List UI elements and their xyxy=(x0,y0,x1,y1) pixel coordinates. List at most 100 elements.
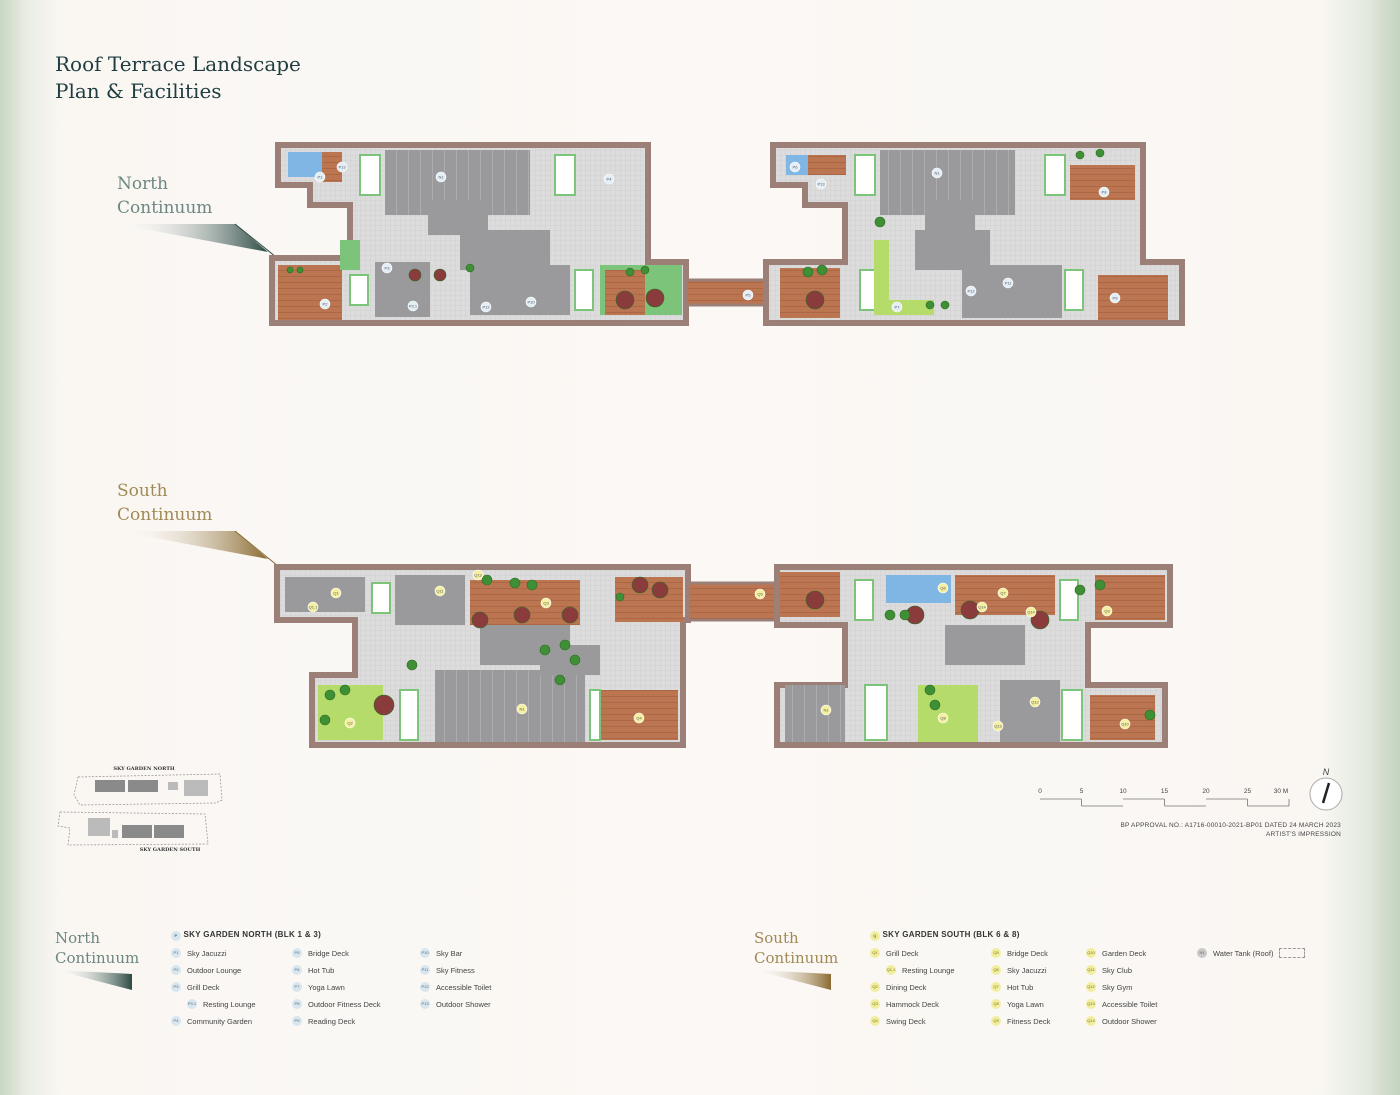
legend-item-label: Garden Deck xyxy=(1102,948,1147,958)
legend-south-label: South Continuum xyxy=(754,928,838,968)
key-plan: SKY GARDEN NORTH SKY GARDEN SOUTH xyxy=(57,766,223,853)
north-bridge-deck xyxy=(684,278,770,307)
legend-heading-text: SKY GARDEN NORTH (BLK 1 & 3) xyxy=(183,930,322,939)
legend-item-label: Outdoor Lounge xyxy=(187,965,242,975)
planter-zone xyxy=(1064,269,1084,311)
marker-badge xyxy=(1101,605,1113,617)
north-label-line-1: North xyxy=(117,174,169,194)
tree-icon xyxy=(805,290,825,310)
deck-zone xyxy=(615,577,683,622)
legend-north-line-2: Continuum xyxy=(55,949,140,967)
legend-code-badge: P2 xyxy=(171,965,181,975)
legend-item-label: Accessible Toilet xyxy=(436,982,492,992)
legend-item-label: Outdoor Shower xyxy=(436,999,491,1009)
tree-icon xyxy=(625,267,635,277)
building-core xyxy=(1000,680,1060,742)
marker-label: P2 xyxy=(323,302,329,307)
tree-icon xyxy=(874,216,886,228)
lawn-zone xyxy=(874,300,934,315)
marker-badge xyxy=(336,161,348,173)
facility-marker: Q14 xyxy=(1025,606,1037,618)
marker-badge xyxy=(633,712,645,724)
facility-marker: Q8 xyxy=(937,712,949,724)
scale-tick-label: 5 xyxy=(1080,788,1084,795)
facility-marker: P8 xyxy=(1098,186,1110,198)
facility-marker: N1 xyxy=(931,167,943,179)
south-label-line-1: South xyxy=(117,481,168,501)
marker-label: Q3 xyxy=(543,601,549,606)
tree-icon xyxy=(373,694,395,716)
facility-marker: Q5 xyxy=(754,588,766,600)
marker-label: Q7 xyxy=(1000,591,1006,596)
facility-marker: Q6 xyxy=(937,582,949,594)
tree-icon xyxy=(651,581,669,599)
facility-marker: Q11 xyxy=(434,585,446,597)
marker-badge xyxy=(1109,292,1121,304)
legend-north-heading: P SKY GARDEN NORTH (BLK 1 & 3) xyxy=(171,930,321,941)
north-label-line-2: Continuum xyxy=(117,198,213,218)
legend-code-badge: Q7 xyxy=(991,982,1001,992)
legend-item-label: Sky Club xyxy=(1102,965,1133,975)
marker-label: P3.1 xyxy=(409,304,418,309)
facility-marker: P12 xyxy=(965,285,977,297)
marker-label: Q1.1 xyxy=(309,605,318,610)
legend-code-badge: P4 xyxy=(171,1016,181,1026)
marker-label: Q4 xyxy=(636,716,642,721)
scale-segment xyxy=(1123,798,1165,800)
building-core xyxy=(945,625,1025,665)
facility-marker: Q13 xyxy=(472,569,484,581)
facility-marker: Q13 xyxy=(992,720,1004,732)
marker-label: P5 xyxy=(746,293,752,298)
marker-badge xyxy=(330,587,342,599)
marker-label: N1 xyxy=(438,175,444,180)
marker-label: P8 xyxy=(1102,190,1108,195)
legend-item-label: Hammock Deck xyxy=(886,999,939,1009)
legend-code-badge: Q3 xyxy=(870,999,880,1009)
marker-badge xyxy=(540,597,552,609)
tree-icon xyxy=(319,714,331,726)
tree-icon xyxy=(924,684,936,696)
legend-code-badge: Q6 xyxy=(991,965,1001,975)
facility-marker: Q12 xyxy=(1029,696,1041,708)
scale-tick-label: 15 xyxy=(1161,788,1169,795)
legend-item-label: Sky Fitness xyxy=(436,965,475,975)
planter-zone xyxy=(854,579,874,621)
legend-item-label: Hot Tub xyxy=(1007,982,1034,992)
tree-icon xyxy=(802,266,814,278)
north-arrow-icon xyxy=(1321,782,1331,804)
legend-code-badge: Q12 xyxy=(1086,982,1096,992)
marker-label: P1 xyxy=(318,175,324,180)
deck-zone xyxy=(278,265,342,320)
tree-icon xyxy=(433,268,447,282)
north-bridge-plan: P5 xyxy=(742,289,754,301)
tree-icon xyxy=(631,576,649,594)
south-label-line-2: Continuum xyxy=(117,505,213,525)
tree-icon xyxy=(513,606,531,624)
marker-label: P10 xyxy=(527,300,535,305)
planter-zone xyxy=(574,269,594,311)
deck-zone xyxy=(1090,695,1155,740)
key-plan-south-label: SKY GARDEN SOUTH xyxy=(140,847,201,853)
title-line-2: Plan & Facilities xyxy=(55,79,222,103)
marker-badge xyxy=(937,712,949,724)
legend-code-badge: Q11 xyxy=(1086,965,1096,975)
marker-badge xyxy=(435,171,447,183)
tree-icon xyxy=(481,574,493,586)
tree-icon xyxy=(615,290,635,310)
legend-marker-icon: Q xyxy=(870,931,880,941)
water-tank-outline-icon xyxy=(1279,948,1306,958)
tree-icon xyxy=(884,609,896,621)
legend-item-label: Yoga Lawn xyxy=(1007,999,1044,1009)
facility-marker: P3.1 xyxy=(407,300,419,312)
north-continuum-label: North Continuum xyxy=(117,172,212,220)
facility-marker: N1 xyxy=(516,703,528,715)
legend-code-badge: P9 xyxy=(292,1016,302,1026)
legend-item-label: Swing Deck xyxy=(886,1016,926,1026)
lawn-zone xyxy=(340,240,360,270)
